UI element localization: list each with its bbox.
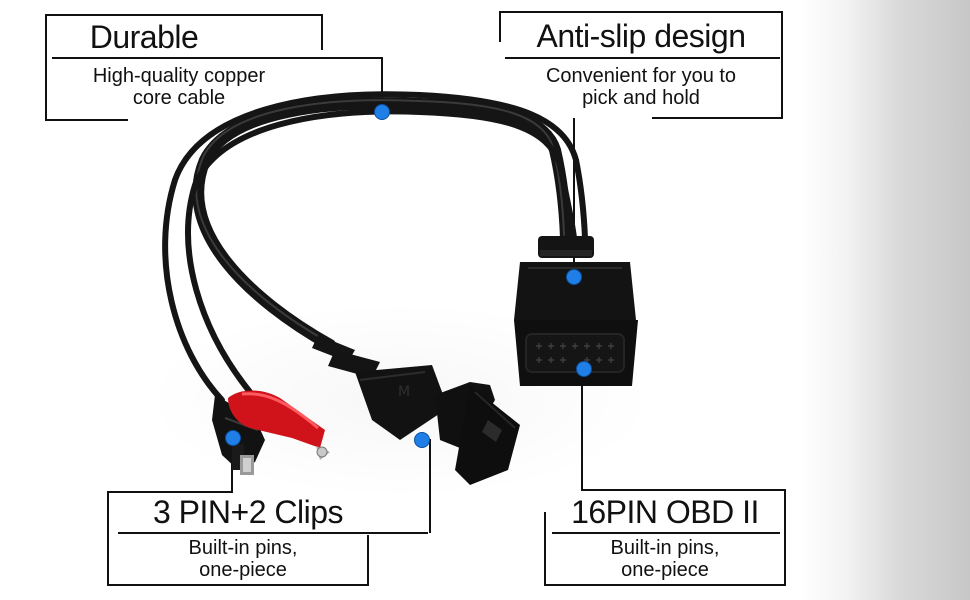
callout-antislip: Anti-slip design Convenient for you to p… [500, 12, 782, 118]
marker-dot-clips [225, 430, 241, 446]
callout-antislip-description: Convenient for you to pick and hold [545, 65, 737, 109]
plug-marking: M [398, 384, 410, 400]
marker-dot-obd [576, 361, 592, 377]
callout-frame-obd [544, 370, 786, 586]
callout-durable-description: High-quality copper core cable [92, 65, 266, 109]
three-pin-connector: M [312, 335, 520, 485]
callout-durable: Durable High-quality copper core cable [46, 15, 322, 120]
callout-three-pin: 3 PIN+2 Clips Built-in pins, one-piece [108, 492, 368, 585]
marker-dot-antislip [566, 269, 582, 285]
obd-connector [514, 236, 638, 386]
callout-antislip-title: Anti-slip design [536, 18, 747, 54]
cable-bundle [162, 91, 588, 403]
callout-obd-title: 16PIN OBD II [571, 494, 759, 530]
marker-dot-three-pin [414, 432, 430, 448]
callout-three-pin-title: 3 PIN+2 Clips [152, 494, 344, 530]
marker-dot-durable [374, 104, 390, 120]
callout-three-pin-description: Built-in pins, one-piece [188, 537, 298, 581]
callout-durable-title: Durable [89, 19, 199, 55]
callout-obd-description: Built-in pins, one-piece [610, 537, 720, 581]
red-clip [228, 390, 330, 460]
callout-obd: 16PIN OBD II Built-in pins, one-piece [545, 490, 785, 585]
